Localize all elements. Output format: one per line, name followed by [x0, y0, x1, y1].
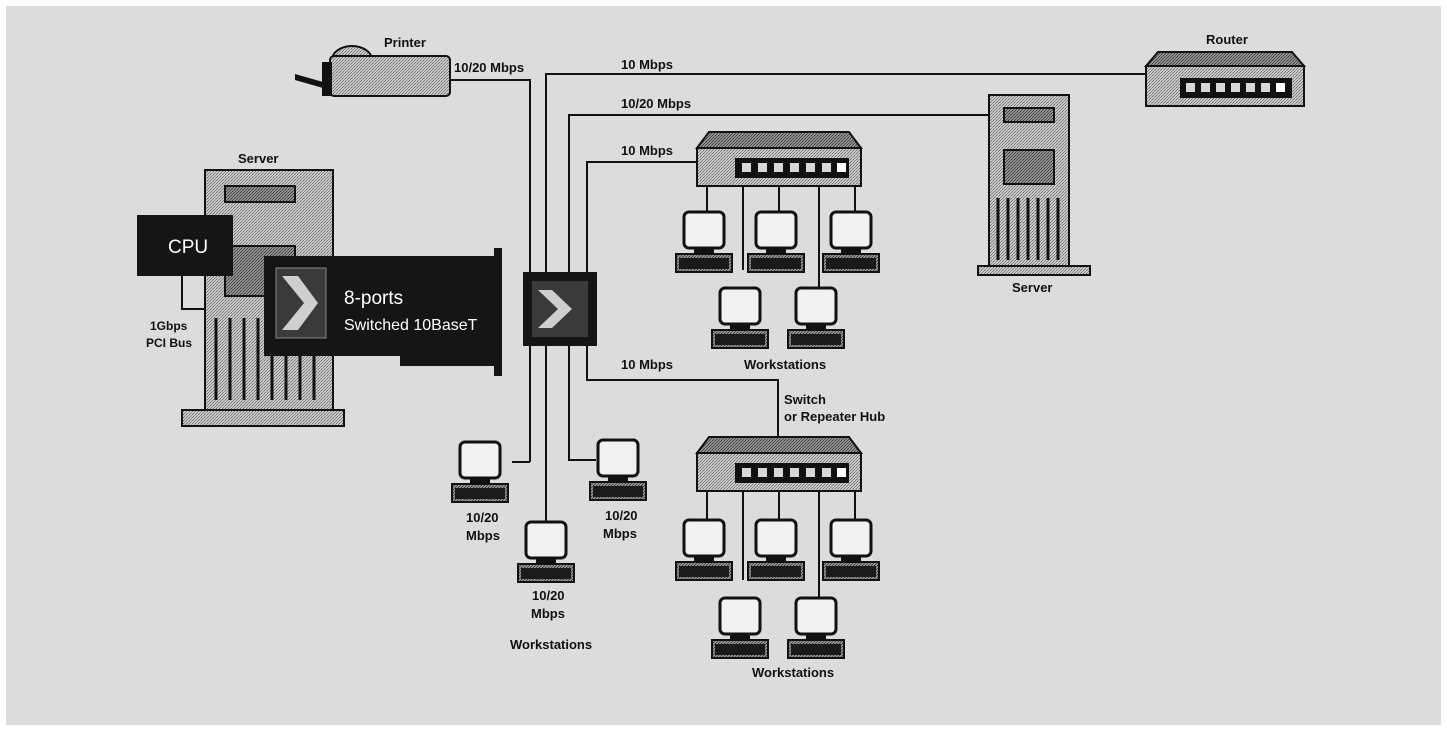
- central-switch: [523, 272, 597, 346]
- workstation-direct-right: [588, 438, 648, 502]
- pci-card: [264, 248, 502, 376]
- ws-bottom-caption: Workstations: [752, 665, 834, 680]
- ws-direct-right-unit: Mbps: [603, 526, 637, 541]
- hub-bottom-link-label: 10 Mbps: [621, 357, 673, 372]
- bus-name-label: PCI Bus: [146, 336, 192, 350]
- ws-direct-right-speed: 10/20: [605, 508, 638, 523]
- hub-top-link-label: 10 Mbps: [621, 143, 673, 158]
- wire-hub-bottom: [586, 345, 779, 437]
- workstation-bottom-3: [821, 518, 881, 582]
- router-link-label: 10 Mbps: [621, 57, 673, 72]
- workstation-top-2: [746, 210, 806, 274]
- ws-top-caption: Workstations: [744, 357, 826, 372]
- wire-router: [545, 73, 1146, 275]
- router-label: Router: [1206, 32, 1248, 47]
- workstation-bottom-4: [710, 596, 770, 660]
- bus-speed-label: 1Gbps: [150, 319, 188, 333]
- hub-note-line2: or Repeater Hub: [784, 409, 885, 424]
- card-type-label: Switched 10BaseT: [344, 317, 478, 334]
- server-left-label: Server: [238, 151, 278, 166]
- server-right: [977, 94, 1091, 276]
- card-logo-icon: [282, 276, 318, 330]
- ws-direct-caption: Workstations: [510, 637, 592, 652]
- workstation-top-3: [821, 210, 881, 274]
- ws-direct-mid-unit: Mbps: [531, 606, 565, 621]
- ws-direct-left-speed: 10/20: [466, 510, 499, 525]
- router-icon: [1143, 51, 1307, 107]
- wire-ws-right: [568, 345, 596, 461]
- switch-logo-icon: [538, 290, 572, 328]
- server-left: [181, 169, 345, 427]
- printer-label: Printer: [384, 35, 426, 50]
- workstation-direct-mid: [516, 520, 576, 584]
- card-ports-label: 8-ports: [344, 288, 403, 309]
- wire-hub-top-drops: [706, 186, 856, 288]
- server-right-label: Server: [1012, 280, 1052, 295]
- ws-direct-left-unit: Mbps: [466, 528, 500, 543]
- server-link-label: 10/20 Mbps: [621, 96, 691, 111]
- wire-hub-bottom-drops: [706, 490, 856, 598]
- workstation-top-1: [674, 210, 734, 274]
- workstation-top-5: [786, 286, 846, 350]
- ws-direct-mid-speed: 10/20: [532, 588, 565, 603]
- hub-top: [696, 131, 862, 187]
- cpu-box: [137, 215, 233, 276]
- printer-link-label: 10/20 Mbps: [454, 60, 524, 75]
- cpu-label: CPU: [168, 237, 208, 258]
- printer-icon: [295, 45, 451, 97]
- workstation-bottom-1: [674, 518, 734, 582]
- hub-bottom: [696, 436, 862, 492]
- wire-server-right: [568, 114, 989, 275]
- wire-hub-top: [586, 161, 697, 275]
- workstation-bottom-2: [746, 518, 806, 582]
- workstation-top-4: [710, 286, 770, 350]
- workstation-bottom-5: [786, 596, 846, 660]
- connections: [181, 73, 1146, 598]
- workstation-direct-left: [450, 440, 510, 504]
- hub-note-line1: Switch: [784, 392, 826, 407]
